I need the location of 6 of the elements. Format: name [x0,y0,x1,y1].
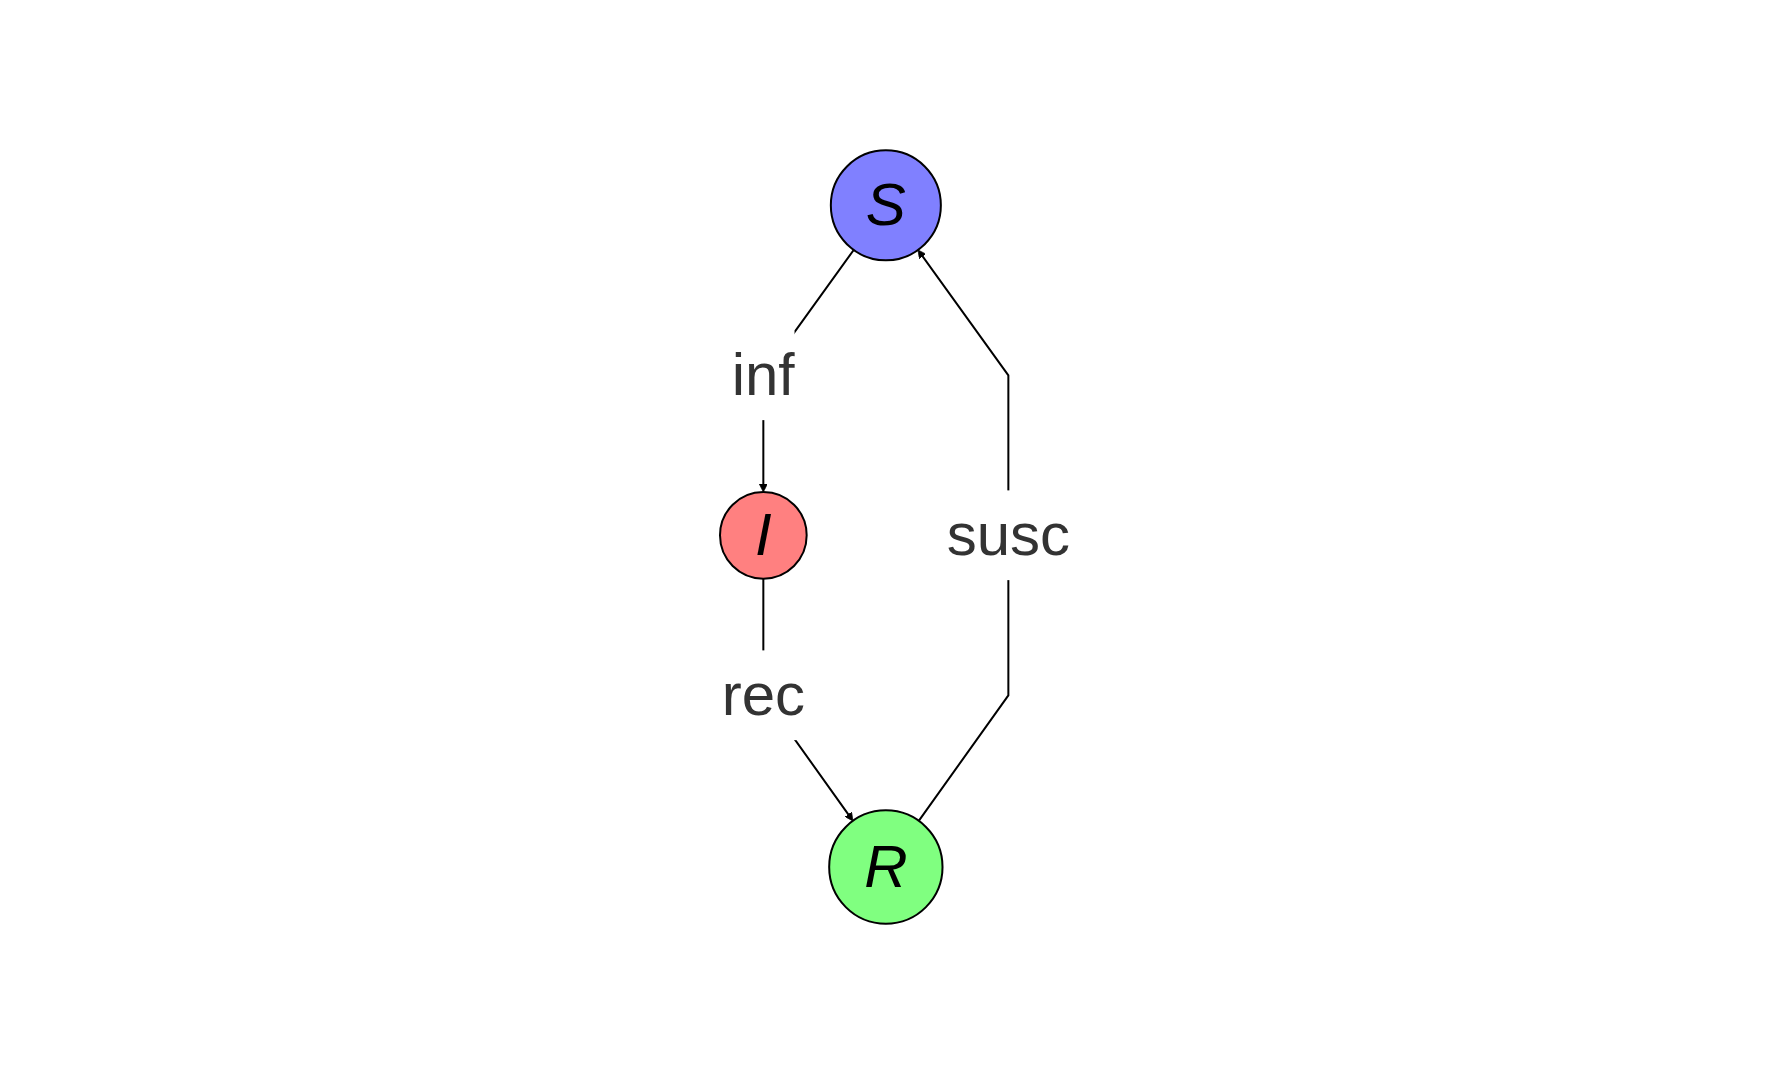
node-circle: I [718,490,808,580]
node-circle: R [828,808,944,925]
node-circle: S [829,148,942,261]
edge-label: inf [731,340,795,408]
edge-label: rec [721,660,805,728]
edge-label: susc [946,500,1071,568]
